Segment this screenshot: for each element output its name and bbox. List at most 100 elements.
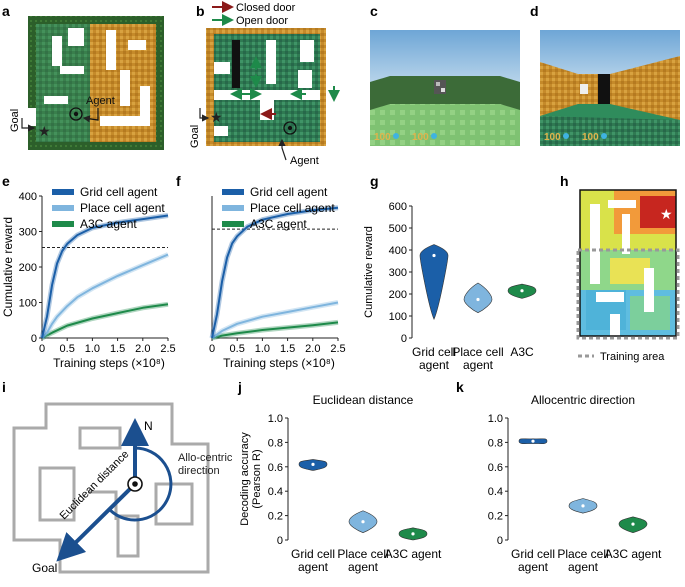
allocentric-direction-label: Allo-centric direction bbox=[178, 452, 233, 477]
hud-dot-c2 bbox=[431, 133, 437, 139]
chart-title: Allocentric direction bbox=[531, 393, 635, 407]
y-tick-label: 0.6 bbox=[268, 462, 283, 474]
maze-b-goal-arrow bbox=[199, 108, 210, 122]
series-band-0 bbox=[39, 213, 169, 339]
y-tick-label: 0.4 bbox=[488, 486, 503, 498]
goal-star-a: ★ bbox=[38, 123, 51, 139]
y-tick-label: 0.2 bbox=[268, 511, 283, 523]
x-tick-label: 2.5 bbox=[330, 343, 345, 355]
panel-label-a: a bbox=[2, 3, 10, 19]
diagram-i bbox=[12, 402, 210, 574]
maze-a-goal-label: Goal bbox=[9, 109, 21, 132]
chart-title: Euclidean distance bbox=[313, 393, 414, 407]
hud-right-d: 100 bbox=[582, 132, 599, 143]
median-dot-1 bbox=[361, 520, 365, 524]
goal-star-h: ★ bbox=[660, 206, 673, 222]
category-label-2: A3C agent bbox=[385, 547, 442, 561]
hud-dot-d2 bbox=[601, 133, 607, 139]
median-dot-2 bbox=[631, 522, 635, 526]
series-line-0 bbox=[41, 214, 169, 339]
y-tick-label: 200 bbox=[389, 289, 407, 301]
maze-a: ★ bbox=[28, 16, 164, 150]
y-tick-label: 300 bbox=[389, 267, 407, 279]
x-tick-label: 0.5 bbox=[230, 343, 245, 355]
goal-label-i: Goal bbox=[32, 561, 57, 575]
median-dot-0 bbox=[432, 253, 436, 258]
x-tick-label: 0.5 bbox=[60, 343, 75, 355]
series-line-2 bbox=[41, 303, 169, 339]
series-band-1 bbox=[40, 252, 169, 340]
panel-label-f: f bbox=[176, 173, 181, 189]
category-label-2: A3C bbox=[510, 345, 534, 359]
panel-label-g: g bbox=[370, 173, 379, 189]
y-tick-label: 0.4 bbox=[268, 486, 283, 498]
maze-b-agent-arrow bbox=[278, 138, 287, 161]
median-dot-1 bbox=[476, 297, 480, 302]
y-tick-label: 300 bbox=[19, 227, 37, 239]
panel-label-c: c bbox=[370, 3, 378, 19]
x-tick-label: 1.5 bbox=[280, 343, 295, 355]
y-tick-label: 0 bbox=[31, 333, 37, 345]
legend-label-2: A3C agent bbox=[250, 217, 307, 231]
x-axis-label: Training steps (×10⁸) bbox=[223, 356, 335, 370]
maze-b: ★ bbox=[206, 28, 340, 146]
x-tick-label: 0 bbox=[209, 343, 215, 355]
maze-a-agent-label: Agent bbox=[86, 95, 115, 107]
panel-label-e: e bbox=[2, 173, 10, 189]
y-tick-label: 600 bbox=[389, 201, 407, 213]
y-tick-label: 500 bbox=[389, 223, 407, 235]
legend-label-2: A3C agent bbox=[80, 217, 137, 231]
x-axis-label: Training steps (×10⁸) bbox=[53, 356, 165, 370]
hud-left-d: 100 bbox=[544, 132, 561, 143]
violin-0 bbox=[419, 244, 449, 321]
series-line-1 bbox=[41, 253, 169, 339]
y-axis-label: Cumulative reward bbox=[363, 226, 375, 318]
legend-label-1: Place cell agent bbox=[80, 201, 165, 215]
x-tick-label: 1.5 bbox=[110, 343, 125, 355]
y-tick-label: 200 bbox=[19, 262, 37, 274]
y-tick-label: 400 bbox=[19, 191, 37, 203]
first-person-view-c: 100 100 bbox=[370, 30, 520, 146]
y-tick-label: 1.0 bbox=[268, 413, 283, 425]
maze-b-goal-label: Goal bbox=[189, 125, 201, 148]
first-person-view-d: 100 100 bbox=[540, 30, 680, 146]
category-label-2: A3C agent bbox=[605, 547, 662, 561]
y-axis-label: Cumulative reward bbox=[1, 217, 15, 317]
panel-label-b: b bbox=[196, 3, 205, 19]
x-tick-label: 2.0 bbox=[135, 343, 150, 355]
legend-closed-door: Closed door bbox=[236, 2, 296, 14]
euclidean-distance-label: Euclidean distance bbox=[58, 448, 132, 522]
panel-label-j: j bbox=[237, 379, 242, 395]
x-tick-label: 1.0 bbox=[85, 343, 100, 355]
hud-dot-d1 bbox=[563, 133, 569, 139]
violin-1 bbox=[463, 282, 493, 314]
training-area-label: Training area bbox=[600, 351, 665, 363]
maze-a-goal-arrow bbox=[21, 118, 36, 132]
legend-label-0: Grid cell agent bbox=[80, 185, 158, 199]
series-line-2 bbox=[211, 321, 339, 339]
series-line-0 bbox=[211, 206, 339, 339]
agent-marker-a bbox=[69, 107, 83, 121]
allocentric-angle-arc bbox=[108, 446, 173, 522]
x-tick-label: 0 bbox=[39, 343, 45, 355]
median-dot-0 bbox=[311, 462, 315, 466]
legend-label-0: Grid cell agent bbox=[250, 185, 328, 199]
value-map-h: ★ bbox=[576, 189, 680, 340]
allocentric-label-box: Allo-centric direction bbox=[178, 452, 233, 477]
median-dot-0 bbox=[531, 439, 535, 443]
maze-b-agent-label: Agent bbox=[290, 155, 319, 167]
panel-label-i: i bbox=[2, 379, 6, 395]
panel-label-h: h bbox=[560, 173, 569, 189]
y-tick-label: 0.6 bbox=[488, 462, 503, 474]
hud-right-c: 100 bbox=[412, 132, 429, 143]
